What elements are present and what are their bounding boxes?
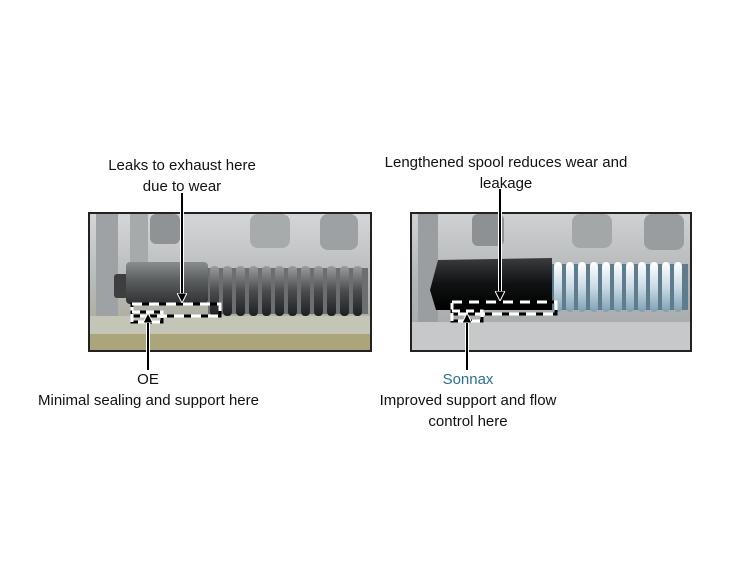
left-bottom-label: Minimal sealing and support here [38, 392, 259, 409]
left-top-label-line-2: due to wear [142, 178, 222, 195]
oe-valve-photo [88, 212, 372, 352]
left-top-label: Leaks to exhaust here due to wear [82, 155, 282, 197]
right-bottom-label: Improved support and flow control here [358, 390, 578, 432]
sonnax-label: Sonnax [442, 371, 494, 388]
right-top-label-line-1: Lengthened spool reduces wear and [384, 154, 628, 171]
right-bottom-label-line-2: control here [428, 413, 508, 430]
right-top-label-line-2: leakage [479, 175, 533, 192]
sonnax-valve-photo [410, 212, 692, 352]
left-top-label-line-1: Leaks to exhaust here [108, 157, 256, 174]
right-bottom-label-line-1: Improved support and flow [379, 392, 557, 409]
right-top-label: Lengthened spool reduces wear and leakag… [356, 152, 656, 194]
oe-label: OE [137, 371, 159, 388]
